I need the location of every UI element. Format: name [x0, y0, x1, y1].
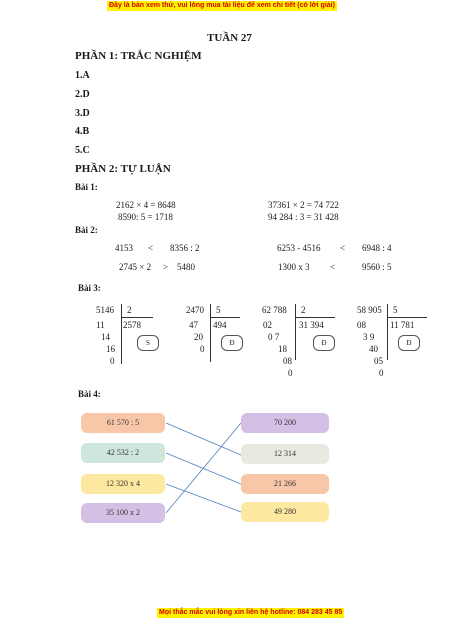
- left-expression-4: 35 100 x 2: [81, 503, 165, 523]
- division-3-divisor: 2: [301, 305, 306, 315]
- left-expression-2: 42 532 : 2: [81, 443, 165, 463]
- bai1-row1-right: 37361 × 2 = 74 722: [268, 200, 339, 210]
- bai2-r2-left-b: 5480: [177, 262, 195, 272]
- division-3-dividend: 62 788: [262, 305, 287, 315]
- division-1-quotient: 2578: [123, 320, 141, 330]
- bai2-r1-left-a: 4153: [115, 243, 133, 253]
- bai1-row2-left: 8590: 5 = 1718: [118, 212, 173, 222]
- part2-title: PHẦN 2: TỰ LUẬN: [75, 163, 171, 175]
- bai4-label: Bài 4:: [78, 389, 101, 399]
- bai2-r1-right-op: <: [340, 243, 346, 253]
- division-4-dividend: 58 905: [357, 305, 382, 315]
- division-4-quotient: 11 781: [390, 320, 415, 330]
- left-expression-3: 12 320 x 4: [81, 474, 165, 494]
- bai2-r1-right-b: 6948 : 4: [362, 243, 392, 253]
- division-1-mark: S: [137, 335, 159, 351]
- division-3-step: 0 7: [268, 332, 280, 342]
- division-4-divisor: 5: [393, 305, 398, 315]
- division-1-dividend: 5146: [96, 305, 114, 315]
- division-3-mark: Đ: [313, 335, 335, 351]
- division-4-step: 3 9: [363, 332, 375, 342]
- bai2-r1-left-b: 8356 : 2: [170, 243, 200, 253]
- right-result-3: 21 266: [241, 474, 329, 494]
- answer-5: 5.C: [75, 145, 90, 156]
- answer-1: 1.A: [75, 70, 90, 81]
- division-1-divisor: 2: [127, 305, 132, 315]
- bai2-r2-left-a: 2745 × 2: [119, 262, 152, 272]
- division-4-step: 05: [374, 356, 383, 366]
- division-3-step: 18: [278, 344, 287, 354]
- division-2-dividend: 2470: [186, 305, 204, 315]
- division-2-step: 20: [194, 332, 203, 342]
- bai1-row1-left: 2162 × 4 = 8648: [116, 200, 176, 210]
- division-4-step: 40: [369, 344, 378, 354]
- bai2-r1-left-op: <: [148, 243, 154, 253]
- bai1-label: Bài 1:: [75, 182, 98, 192]
- division-2-step: 47: [189, 320, 198, 330]
- right-result-1: 70 200: [241, 413, 329, 433]
- bai2-r2-left-op: >: [163, 262, 169, 272]
- division-3-step: 02: [263, 320, 272, 330]
- division-1-step: 11: [96, 320, 105, 330]
- division-3-step: 0: [288, 368, 293, 378]
- answer-4: 4.B: [75, 126, 90, 137]
- division-4-mark: Đ: [398, 335, 420, 351]
- bai2-label: Bài 2:: [75, 225, 98, 235]
- right-result-4: 49 280: [241, 502, 329, 522]
- division-2-step: 0: [200, 344, 205, 354]
- division-1-step: 0: [110, 356, 115, 366]
- week-title: TUẦN 27: [207, 32, 252, 44]
- left-expression-1: 61 570 : 5: [81, 413, 165, 433]
- division-2-quotient: 494: [213, 320, 227, 330]
- bai3-label: Bài 3:: [78, 283, 101, 293]
- division-2-mark: Đ: [221, 335, 243, 351]
- division-1-step: 14: [101, 332, 110, 342]
- division-3-quotient: 31 394: [299, 320, 324, 330]
- right-result-2: 12 314: [241, 444, 329, 464]
- bai2-r1-right-a: 6253 - 4516: [277, 243, 321, 253]
- division-2-divisor: 5: [216, 305, 221, 315]
- answer-2: 2.D: [75, 89, 90, 100]
- bai2-r2-right-b: 9560 : 5: [362, 262, 392, 272]
- bai2-r2-right-a: 1300 x 3: [278, 262, 310, 272]
- part1-title: PHẦN 1: TRẮC NGHIỆM: [75, 50, 202, 62]
- bai2-r2-right-op: <: [330, 262, 336, 272]
- answer-3: 3.D: [75, 108, 90, 119]
- hotline-banner: Mọi thắc mắc vui lòng xin liên hệ hotlin…: [157, 608, 345, 618]
- preview-banner: Đây là bản xem thử, vui lòng mua tài liệ…: [107, 1, 337, 11]
- division-4-step: 08: [357, 320, 366, 330]
- division-1-step: 16: [106, 344, 115, 354]
- bai1-row2-right: 94 284 : 3 = 31 428: [268, 212, 339, 222]
- division-3-step: 08: [283, 356, 292, 366]
- division-4-step: 0: [379, 368, 384, 378]
